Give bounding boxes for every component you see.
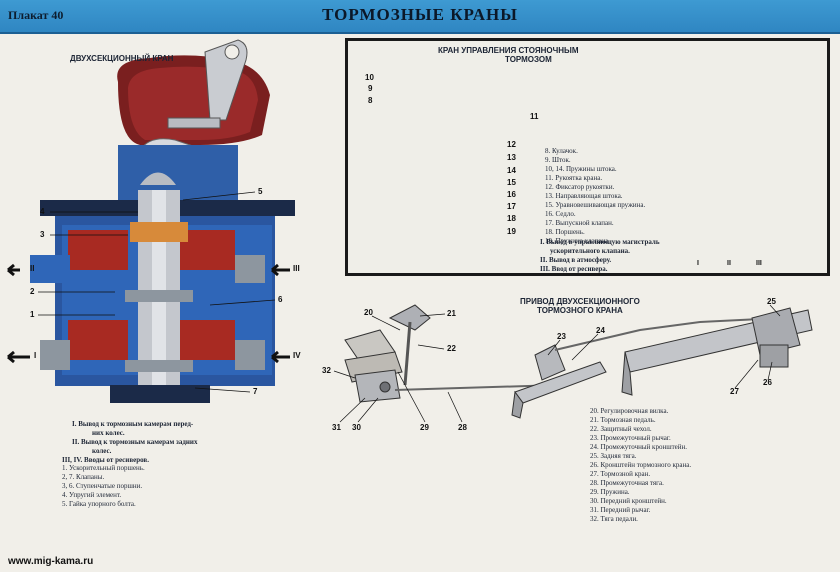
callout-29: 29 (420, 423, 429, 432)
two-section-valve-title: ДВУХСЕКЦИОННЫЙ КРАН (70, 54, 174, 63)
callout-4: 4 (40, 207, 45, 216)
drive-linkage-drawing (333, 304, 813, 423)
callout-15: 15 (507, 178, 516, 187)
callout-30: 30 (352, 423, 361, 432)
arrow-label-III: III (756, 260, 762, 267)
callout-9: 9 (368, 84, 373, 93)
callout-12: 12 (507, 140, 516, 149)
port-label-III: III (293, 264, 300, 273)
parking-parts-list: 8. Кулачок. 9. Шток. 10, 14. Пружины што… (545, 147, 646, 245)
arrow-label-I: I (697, 260, 699, 267)
callout-19: 19 (507, 227, 516, 236)
callout-2: 2 (30, 287, 35, 296)
callout-1: 1 (30, 310, 35, 319)
callout-17: 17 (507, 202, 516, 211)
callout-10: 10 (365, 73, 374, 82)
callout-7: 7 (253, 387, 258, 396)
footer-url[interactable]: www.mig-kama.ru (8, 556, 94, 567)
drive-title-1: ПРИВОД ДВУХСЕКЦИОННОГО (520, 297, 640, 306)
port-label-IV: IV (293, 351, 301, 360)
parking-valve-title-1: КРАН УПРАВЛЕНИЯ СТОЯНОЧНЫМ (438, 46, 579, 55)
plate-number: Плакат 40 (8, 8, 64, 22)
callout-13: 13 (507, 153, 516, 162)
callout-21: 21 (447, 309, 456, 318)
parking-valve-panel (345, 38, 830, 276)
parking-valve-title-2: ТОРМОЗОМ (505, 55, 552, 64)
callout-3: 3 (40, 230, 45, 239)
callout-20: 20 (364, 308, 373, 317)
callout-31: 31 (332, 423, 341, 432)
port-label-II: II (30, 264, 35, 273)
callout-11: 11 (530, 112, 539, 121)
parking-port-legend: I. Вывод в управляющую магистраль ускори… (540, 238, 660, 273)
callout-26: 26 (763, 378, 772, 387)
callout-25: 25 (767, 297, 776, 306)
callout-27: 27 (730, 387, 739, 396)
drive-parts-list: 20. Регулировочная вилка. 21. Тормозная … (590, 407, 692, 523)
callout-28: 28 (458, 423, 467, 432)
callout-5: 5 (258, 187, 263, 196)
drive-title-2: ТОРМОЗНОГО КРАНА (537, 306, 623, 315)
two-section-valve-drawing (7, 39, 295, 403)
header-bar: Плакат 40 ТОРМОЗНЫЕ КРАНЫ (0, 0, 840, 34)
callout-32: 32 (322, 366, 331, 375)
callout-8: 8 (368, 96, 373, 105)
callout-22: 22 (447, 344, 456, 353)
callout-23: 23 (557, 332, 566, 341)
callout-18: 18 (507, 214, 516, 223)
arrow-label-II: II (727, 260, 731, 267)
poster-title: ТОРМОЗНЫЕ КРАНЫ (322, 5, 518, 24)
port-label-I: I (34, 351, 37, 360)
callout-16: 16 (507, 190, 516, 199)
two-section-port-legend: I. Вывод к тормозным камерам перед- них … (62, 420, 198, 464)
two-section-parts-list: 1. Ускорительный поршень. 2, 7. Клапаны.… (62, 464, 145, 508)
callout-14: 14 (507, 166, 516, 175)
callout-6: 6 (278, 295, 283, 304)
callout-24: 24 (596, 326, 605, 335)
